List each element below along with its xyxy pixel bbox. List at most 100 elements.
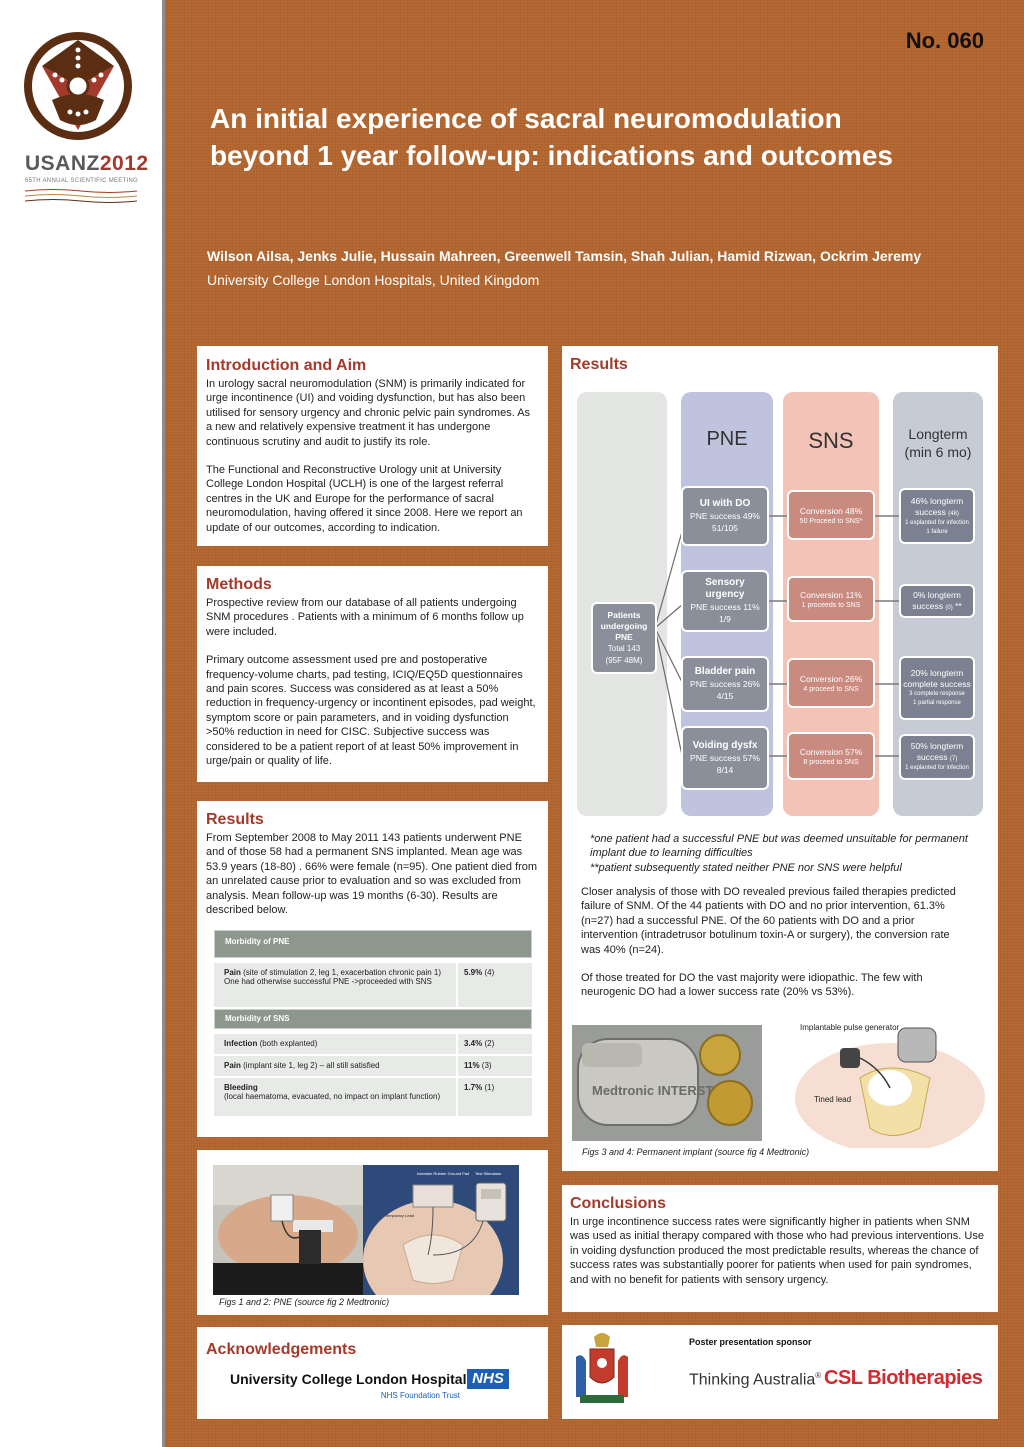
logo-subtitle: 65TH ANNUAL SCIENTIFIC MEETING xyxy=(25,178,139,184)
longterm-column-subtitle: (min 6 mo) xyxy=(904,444,972,460)
pne-box-title: Sensory urgency xyxy=(705,577,745,600)
logo-wordmark: USANZ2012 xyxy=(25,152,149,176)
figs-1-2-caption: Figs 1 and 2: PNE (source fig 2 Medtroni… xyxy=(219,1297,390,1307)
longterm-box-success: 20% longterm complete success xyxy=(903,668,971,689)
coat-of-arms-icon xyxy=(572,1327,632,1407)
pne-box-success: PNE success 49% xyxy=(690,511,760,521)
morbidity-label-cell: Pain (site of stimulation 2, leg 1, exac… xyxy=(214,963,458,1007)
flow-diagram: PNE SNS Longterm (min 6 mo) Patients und… xyxy=(575,388,987,818)
usanz-logo-icon xyxy=(24,32,132,140)
label-tined-lead: Tined lead xyxy=(814,1095,851,1104)
sponsor-panel: Poster presentation sponsor Thinking Aus… xyxy=(562,1325,998,1419)
morbidity-label-cell: Infection (both explanted) xyxy=(214,1034,458,1054)
root-box: Patients undergoing PNE Total 143 (95F 4… xyxy=(591,602,657,674)
row-detail: (both explanted) xyxy=(257,1039,318,1048)
thinking-australia-text: Thinking Australia xyxy=(689,1371,816,1389)
footnote-2: **patient subsequently stated neither PN… xyxy=(590,861,902,874)
pne-box-bladder-pain: Bladder pain PNE success 26% 4/15 xyxy=(681,656,769,712)
footnote-1: *one patient had a successful PNE but wa… xyxy=(590,833,968,860)
pne-patient-photo-icon xyxy=(213,1165,363,1295)
longterm-box-note: 1 failure xyxy=(926,528,948,535)
sns-box-detail: 1 proceeds to SNS xyxy=(801,601,861,609)
morbidity-table: Morbidity of PNE Pain (site of stimulati… xyxy=(214,930,532,1118)
flow-notes: *one patient had a successful PNE but wa… xyxy=(590,832,970,875)
csl-biotherapies-logo: CSL Biotherapies xyxy=(824,1367,983,1389)
pne-box-title: UI with DO xyxy=(699,498,751,509)
root-box-total: Total 143 xyxy=(607,643,641,653)
row-label: Pain xyxy=(224,1061,241,1070)
sns-box-detail: 8 proceed to SNS xyxy=(803,758,859,766)
row-pct: 1.7% xyxy=(464,1083,483,1092)
table-row: Bleeding(local haematoma, evacuated, no … xyxy=(214,1078,532,1118)
results-right-paragraph-2: Of those treated for DO the vast majorit… xyxy=(581,972,923,999)
longterm-box-note: 1 explanted for infection xyxy=(905,765,969,771)
pne-column-title: PNE xyxy=(706,428,748,450)
pne-box-sensory-urgency: Sensory urgency PNE success 11% 1/9 xyxy=(681,570,769,632)
affiliation: University College London Hospitals, Uni… xyxy=(207,272,540,288)
pne-box-ui-do: UI with DO PNE success 49% 51/105 xyxy=(681,486,769,546)
pne-box-voiding-dysfx: Voiding dysfx PNE success 57% 8/14 xyxy=(681,726,769,790)
sns-box-4: Conversion 57% 8 proceed to SNS xyxy=(787,732,875,780)
thinking-australia: Thinking Australia® xyxy=(689,1371,821,1389)
sns-box-detail: 4 proceed to SNS xyxy=(803,685,859,693)
intro-panel: Introduction and Aim In urology sacral n… xyxy=(197,346,548,546)
fig2-label-lead: Temporary Lead xyxy=(385,1213,414,1218)
pne-box-title: Bladder pain xyxy=(694,666,756,677)
sns-box-1: Conversion 48% 50 Proceed to SNS* xyxy=(787,490,875,540)
implant-anatomy-diagram-icon: Implantable pulse generator Tined lead xyxy=(780,1018,990,1148)
registered-mark: ® xyxy=(815,1371,822,1380)
flow-connectors xyxy=(654,515,901,761)
intro-heading: Introduction and Aim xyxy=(206,357,367,374)
pne-diagram-icon: Interstim Rubber Ground Pad Test Stimula… xyxy=(363,1165,519,1295)
logo-name: USANZ xyxy=(25,152,100,175)
longterm-column-title: Longterm xyxy=(908,426,968,442)
conclusions-paragraph: In urge incontinence success rates were … xyxy=(570,1216,984,1286)
pne-box-success: PNE success 11% xyxy=(690,602,760,612)
row-label: Bleeding xyxy=(224,1083,258,1092)
row-label: Pain xyxy=(224,968,241,977)
morbidity-label-cell: Pain (implant site 1, leg 2) – all still… xyxy=(214,1056,458,1076)
implant-device-photo-icon: Medtronic INTERSTIM II xyxy=(572,1025,762,1141)
ucl-hospitals-name: University College London Hospitals xyxy=(230,1371,475,1387)
acknowledgements-panel: Acknowledgements University College Lond… xyxy=(197,1327,548,1419)
methods-paragraph-2: Primary outcome assessment used pre and … xyxy=(206,654,536,768)
table-row: Pain (site of stimulation 2, leg 1, exac… xyxy=(214,963,532,1009)
logo-wave-lines-icon xyxy=(25,189,137,203)
longterm-box-note: 3 complete response xyxy=(909,691,965,697)
poster-number: No. 060 xyxy=(905,28,984,53)
longterm-box-n: (0) xyxy=(945,604,953,611)
conclusions-heading: Conclusions xyxy=(570,1195,667,1212)
conclusions-panel: Conclusions In urge incontinence success… xyxy=(562,1185,998,1312)
pne-box-count: 51/105 xyxy=(712,523,738,533)
methods-heading: Methods xyxy=(206,576,272,593)
pne-box-success: PNE success 26% xyxy=(690,679,760,689)
poster-title: An initial experience of sacral neuromod… xyxy=(210,103,893,171)
sns-box-3: Conversion 26% 4 proceed to SNS xyxy=(787,658,875,708)
row-detail: (site of stimulation 2, leg 1, exacerbat… xyxy=(240,968,442,977)
fig2-label-ground-pad: Interstim Rubber Ground Pad xyxy=(417,1171,469,1176)
sns-box-conversion: Conversion 48% xyxy=(799,505,863,516)
results-right-heading: Results xyxy=(570,356,628,373)
left-sidebar: USANZ2012 65TH ANNUAL SCIENTIFIC MEETING xyxy=(0,0,165,1447)
table-row: Pain (implant site 1, leg 2) – all still… xyxy=(214,1056,532,1078)
longterm-box-3: 20% longterm complete success 3 complete… xyxy=(899,656,975,720)
longterm-box-1: 46% longterm success (48) 1 explanted fo… xyxy=(899,488,975,544)
pne-box-count: 1/9 xyxy=(719,614,731,624)
fig2-label-stimulator: Test Stimulator xyxy=(475,1171,502,1176)
row-detail: (implant site 1, leg 2) – all still sati… xyxy=(240,1061,380,1070)
intro-paragraph-1: In urology sacral neuromodulation (SNM) … xyxy=(206,378,531,448)
sns-box-conversion: Conversion 57% xyxy=(799,746,863,757)
longterm-box-note: 1 explanted for infection xyxy=(905,519,969,526)
pne-box-count: 8/14 xyxy=(716,765,734,775)
row-n: (4) xyxy=(482,968,495,977)
label-pulse-generator: Implantable pulse generator xyxy=(800,1023,900,1032)
longterm-box-4: 50% longterm success (7) 1 explanted for… xyxy=(899,734,975,780)
sponsor-label: Poster presentation sponsor xyxy=(689,1337,812,1347)
row-label: Infection xyxy=(224,1039,258,1048)
results-right-text: Closer analysis of those with DO reveale… xyxy=(581,885,971,1000)
methods-paragraph-1: Prospective review from our database of … xyxy=(206,597,524,638)
morbidity-label-cell: Bleeding(local haematoma, evacuated, no … xyxy=(214,1078,458,1116)
sns-box-conversion: Conversion 11% xyxy=(800,589,862,600)
nhs-logo: NHS xyxy=(467,1369,509,1389)
row-n: (3) xyxy=(479,1061,492,1070)
